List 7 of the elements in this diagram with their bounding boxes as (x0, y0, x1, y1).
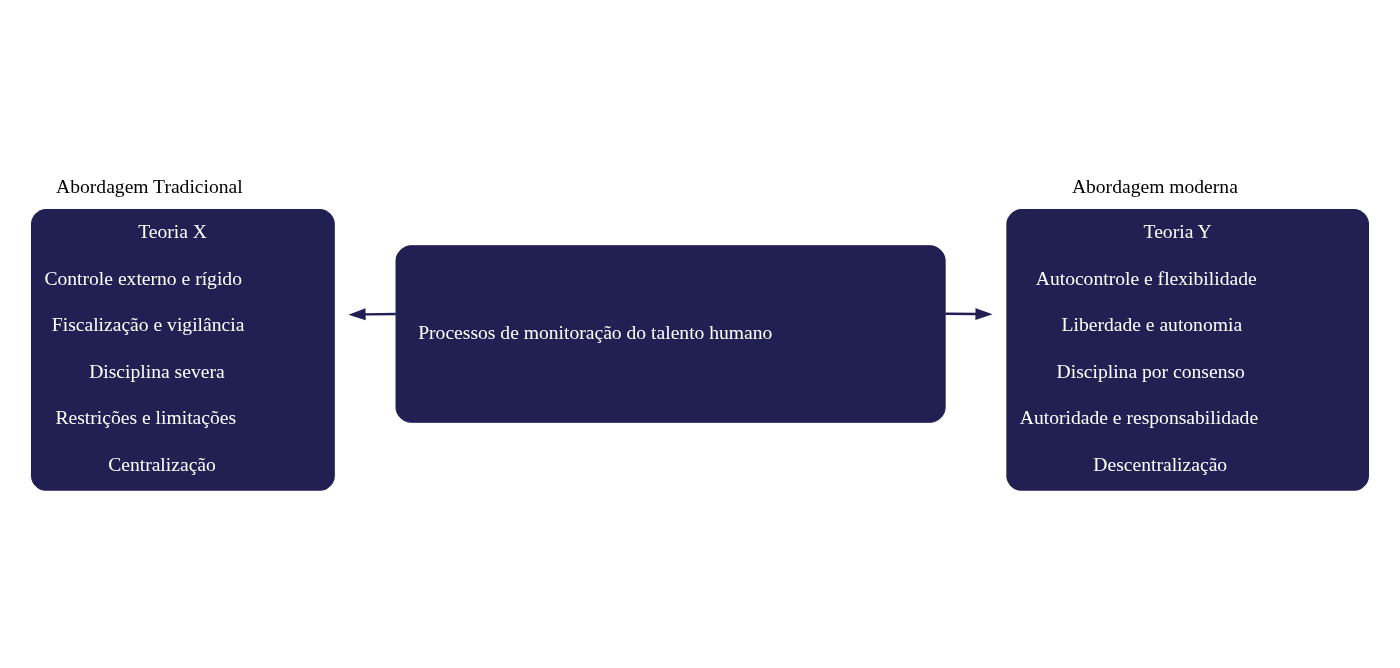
node-box: Teoria Y Autocontrole e flexibilidade Liberdade e autonomia Disciplina por consenso Autoridade e responsabilidade Descentralização (1006, 209, 1370, 491)
node-box: Processos de monitoração do talento humano (395, 245, 946, 423)
node-label: Abordagem Tradicional (56, 175, 243, 197)
arrow (348, 308, 396, 321)
node-label: Abordagem moderna (1071, 175, 1238, 197)
arrow (945, 308, 993, 321)
node-box: Teoria X Controle externo e rígido Fiscalização e vigilância Disciplina severa Restrições e limitações Centralização (30, 209, 335, 491)
